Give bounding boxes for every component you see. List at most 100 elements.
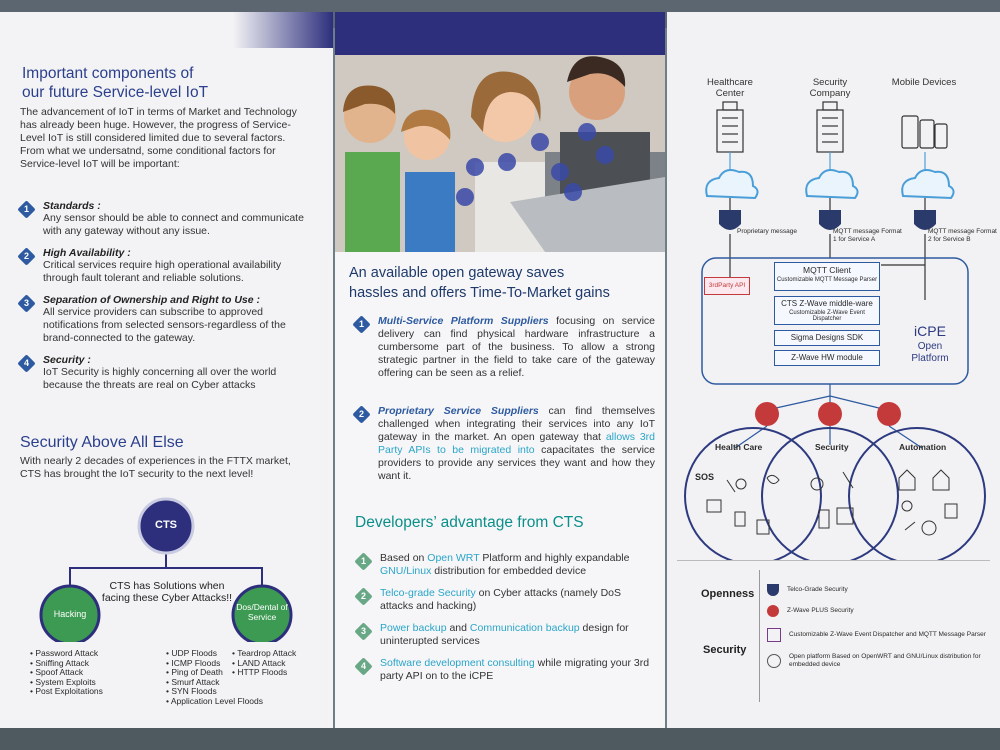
mobile-devices-label: Mobile Devices [891,77,957,88]
shield-icon [767,584,779,596]
checkmark-icon [767,628,781,642]
proprietary-message-label: Proprietary message [737,228,797,235]
hacking-list: • Password Attack • Sniffing Attack • Sp… [30,648,103,697]
number-badge: 1 [354,552,373,571]
family-photo-illustration [335,55,665,252]
sos-label: SOS [695,472,715,482]
security-company-label: Security Company [809,77,851,99]
security-text: With nearly 2 decades of experiences in … [20,455,291,480]
gateway-heading: An available open gateway saves hassles … [349,265,610,301]
item-title: High Availability : [43,247,131,259]
list-item: • UDP Floods [166,648,218,658]
legend-item: Customizable Z-Wave Event Dispatcher and… [767,622,993,648]
icpe-title: iCPE [914,323,946,339]
brochure-panel-right: Healthcare Center Security Company Mobil… [667,12,1000,728]
list-item: • LAND Attack [232,657,286,668]
list-item: 2 High Availability : Critical services … [17,247,316,285]
number-badge: 1 [352,315,371,334]
legend-bracket [759,570,760,702]
third-party-api-box: 3rdParty API [704,277,750,295]
cts-attack-diagram [39,497,293,642]
family-photo [335,12,665,252]
mqtt-format1-label: MQTT message Format 1 for Service A [833,228,902,243]
zwave-middleware-box: CTS Z-Wave middle-ware Customizable Z-Wa… [774,296,880,325]
legend-list: Telco-Grade Security Z-Wave PLUS Securit… [767,580,993,674]
list-item: • Teardrop Attack [232,648,297,658]
item-text: All service providers can subscribe to a… [43,306,286,344]
number-badge: 1 [17,200,36,219]
list-item: • HTTP Floods [232,667,288,678]
list-item: • Ping of Death [166,667,223,678]
security-heading: Security Above All Else [20,434,184,451]
number-badge: 2 [352,405,371,424]
brochure-panel-middle: An available open gateway saves hassles … [335,12,665,728]
list-item: • Post Exploitations [30,686,103,697]
number-badge: 4 [354,657,373,676]
sdk-box: Sigma Designs SDK [774,330,880,346]
list-item: • Sniffing Attack [30,657,90,668]
item-text: Any sensor should be able to connect and… [43,212,304,237]
list-item: 1 Based on Open WRT Platform and highly … [354,552,653,578]
mqtt-format2-label: MQTT message Format 2 for Service B [928,228,997,243]
list-item: 3 Separation of Ownership and Right to U… [17,294,316,345]
list-item: • System Exploits [30,676,96,687]
icpe-architecture-diagram [684,101,986,560]
health-care-label: Health Care [715,442,763,452]
item-title: Security : [43,354,91,366]
legend-divider [677,560,990,561]
supplier-item-1: 1 Multi-Service Platform Suppliers focus… [352,315,655,380]
number-badge: 3 [354,622,373,641]
dos-list-a: • UDP Floods • ICMP Floods • Ping of Dea… [166,648,264,707]
number-badge: 2 [354,587,373,606]
components-list: 1 Standards : Any sensor should be able … [17,200,316,392]
developers-list: 1 Based on Open WRT Platform and highly … [354,552,653,683]
legend-item: Open platform Based on OpenWRT and GNU/L… [767,648,993,674]
hacking-label: Hacking [53,609,87,619]
supplier-item-2: 2 Proprietary Service Suppliers can find… [352,405,655,483]
security-legend-label: Security [703,644,747,656]
item-text: focusing on service delivery can find ph… [378,315,655,379]
item-title: Multi-Service Platform Suppliers [378,315,549,327]
number-badge: 4 [17,354,36,373]
mqtt-client-box: MQTT Client Customizable MQTT Message Pa… [774,262,880,291]
dos-label: Dos/Dental of Service [236,602,288,622]
lock-icon [767,605,779,617]
panel1-intro: The advancement of IoT in terms of Marke… [20,106,297,170]
legend-item: Telco-Grade Security [767,580,993,600]
healthcare-center-label: Healthcare Center [707,77,753,99]
list-item: • Password Attack [30,648,99,658]
brochure-panel-left: Important components of our future Servi… [0,12,333,728]
security-circle-label: Security [815,442,849,452]
api-link-text: allows 3rd Party APIs to be migrated int… [378,431,655,456]
list-item: 3 Power backup and Communication backup … [354,622,653,648]
number-badge: 3 [17,294,36,313]
list-item: • Application Level Floods [166,695,264,706]
building-icon [716,101,948,153]
panel1-title: Important components of our future Servi… [22,65,209,101]
item-text: IoT Security is highly concerning all ov… [43,366,277,391]
icpe-subtitle: Open Platform [911,341,949,364]
developers-heading: Developers’ advantage from CTS [355,514,584,531]
list-item: 1 Standards : Any sensor should be able … [17,200,316,238]
dos-list-b: • Teardrop Attack • LAND Attack • HTTP F… [232,648,297,678]
top-band [0,12,333,48]
legend-item: Z-Wave PLUS Security [767,600,993,622]
list-item: • ICMP Floods [166,657,221,668]
table-surface-bottom [0,728,1000,750]
attack-center-text: CTS has Solutions when facing these Cybe… [101,580,233,604]
item-title: Separation of Ownership and Right to Use… [43,294,261,306]
item-text: Critical services require high operation… [43,259,282,284]
openness-label: Openness [701,588,755,600]
list-item: 4 Software development consulting while … [354,657,653,683]
automation-label: Automation [899,442,947,452]
cts-logo: CTS [155,519,177,531]
gears-icon [767,654,781,668]
hw-module-box: Z-Wave HW module [774,350,880,366]
number-badge: 2 [17,247,36,266]
list-item: • Smurf Attack [166,676,220,687]
item-title: Proprietary Service Suppliers [378,405,539,417]
list-item: • SYN Floods [166,686,217,697]
item-title: Standards : [43,200,101,212]
list-item: 4 Security : IoT Security is highly conc… [17,354,316,392]
list-item: • Spoof Attack [30,667,84,678]
